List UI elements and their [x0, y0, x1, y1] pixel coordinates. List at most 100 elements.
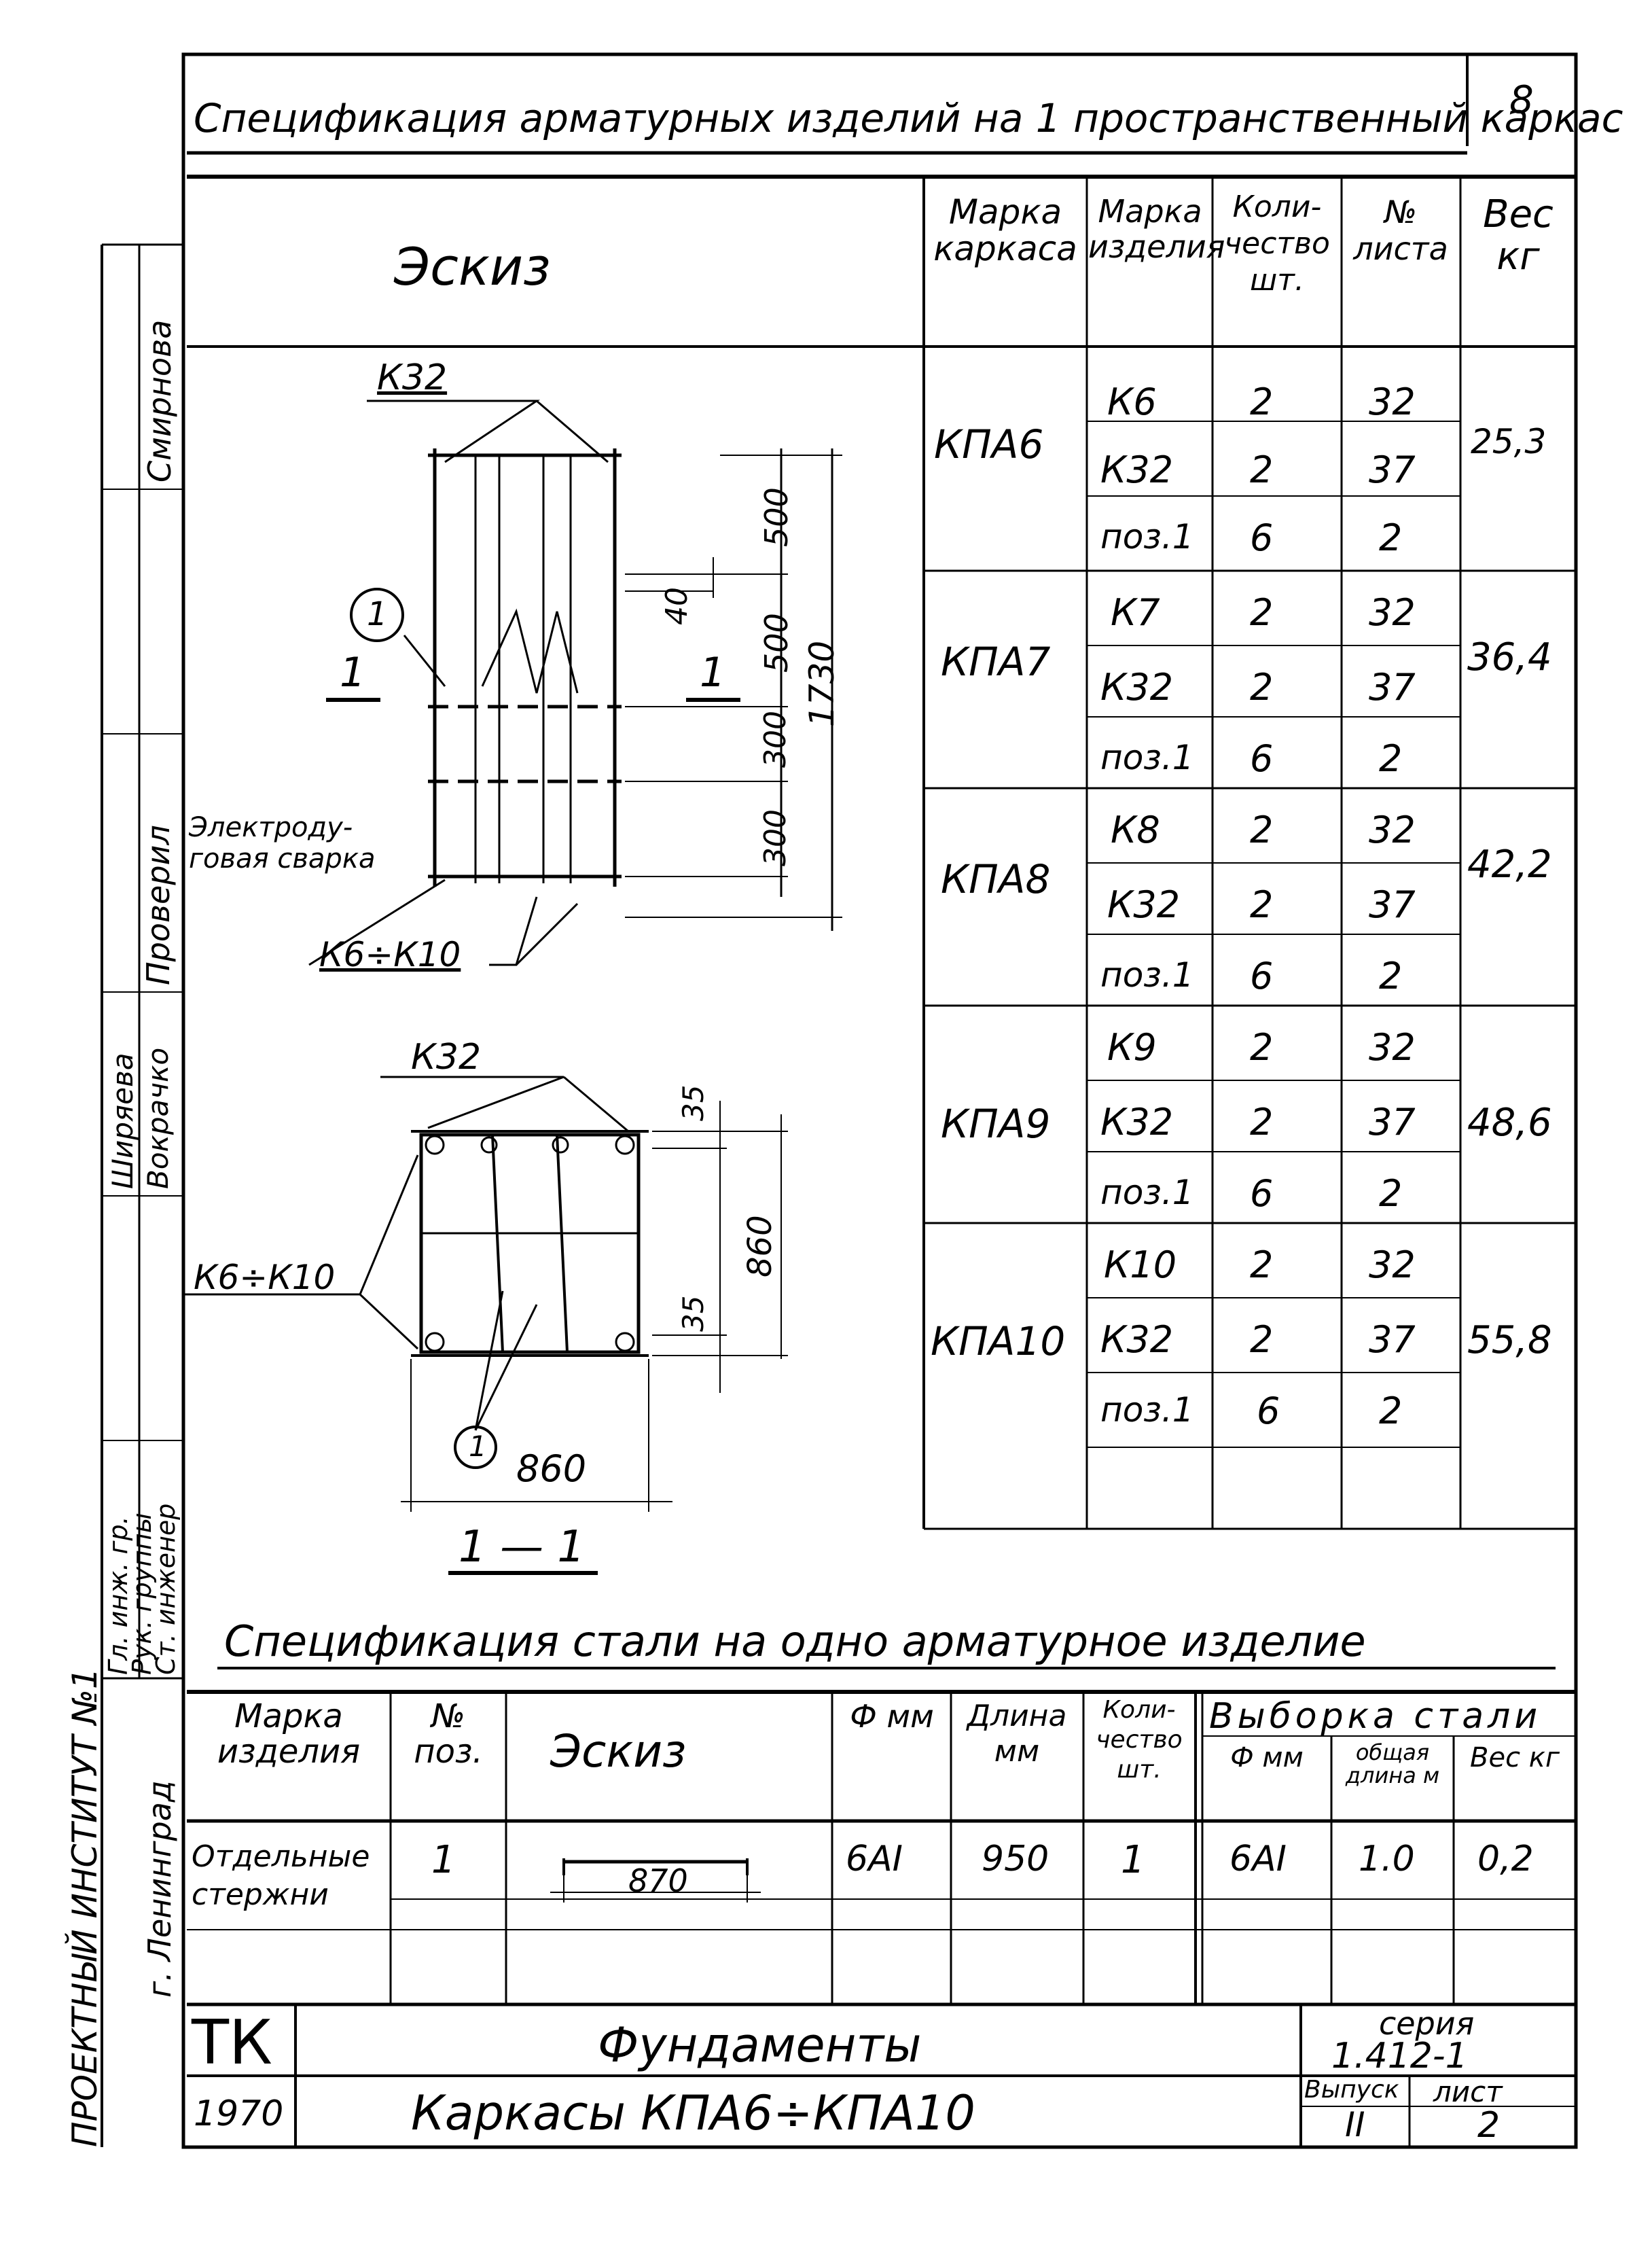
sheet-cell: 32 — [1369, 809, 1416, 851]
qty-cell: 2 — [1250, 1318, 1274, 1361]
sheet-label: лист — [1433, 2075, 1503, 2108]
dim-label: 300 — [758, 809, 793, 866]
callout-1: 1 — [367, 595, 388, 633]
item-cell: К10 — [1104, 1243, 1177, 1286]
qty-cell: 6 — [1250, 516, 1274, 559]
sheet-cell: 37 — [1369, 666, 1416, 709]
role-label: Ст. инженер — [151, 1503, 181, 1675]
qty-cell: 2 — [1250, 591, 1274, 634]
weight-cell: 25,3 — [1471, 422, 1547, 461]
qty-cell: 6 — [1250, 1172, 1274, 1215]
item-cell: К32 — [1107, 883, 1181, 926]
section-k32-label: К32 — [411, 1037, 482, 1078]
item-mark-header: Марка изделия — [1088, 193, 1225, 265]
dim-label: 40 — [660, 587, 694, 625]
qty-cell: 6 — [1250, 955, 1274, 997]
bar-sketch — [550, 1858, 761, 1903]
k6-k10-label: К6÷К10 — [319, 935, 461, 974]
frame-elevation-sketch — [308, 400, 842, 966]
section-dim: 35 — [677, 1084, 710, 1121]
weld-note: Электроду-говая сварка — [189, 812, 376, 874]
qty-cell: 2 — [1250, 1101, 1274, 1144]
sheet-cell: 32 — [1369, 1243, 1416, 1286]
sheet-cell: 37 — [1369, 1318, 1416, 1361]
sheet-cell: 37 — [1369, 448, 1416, 491]
qty-cell: 2 — [1250, 809, 1274, 851]
series-label: серия — [1379, 2005, 1475, 2042]
qty-cell: 2 — [1250, 666, 1274, 709]
weight-cell: 42,2 — [1467, 843, 1552, 887]
frame-mark-cell: КПА7 — [941, 639, 1051, 685]
bar-sketch-dim: 870 — [628, 1862, 688, 1899]
series-value: 1.412-1 — [1331, 2036, 1468, 2076]
section-dim: 35 — [677, 1295, 710, 1332]
section-mark-left: 1 — [340, 649, 366, 696]
stamp-subtitle: Каркасы КПА6÷КПА10 — [411, 2085, 975, 2141]
sheet-cell: 2 — [1379, 516, 1403, 559]
dim-label: 500 — [758, 487, 795, 547]
section-mark-right: 1 — [700, 649, 726, 696]
weight-cell: 36,4 — [1467, 635, 1552, 679]
item-cell: К32 — [1100, 1101, 1174, 1144]
steel-pos-header: № поз. — [414, 1697, 483, 1771]
item-cell: К7 — [1111, 591, 1160, 634]
stamp-title: Фундаменты — [598, 2017, 922, 2073]
frame-mark-cell: КПА6 — [934, 421, 1044, 467]
sheet-cell: 2 — [1379, 737, 1403, 780]
name-label: Смирнова — [141, 319, 178, 482]
steel-sel-dia-cell: 6АI — [1229, 1839, 1287, 1879]
item-cell: поз.1 — [1100, 1173, 1194, 1212]
item-cell: К9 — [1107, 1026, 1157, 1069]
steel-sketch-header: Эскиз — [550, 1725, 687, 1777]
section-k6-k10-label: К6÷К10 — [194, 1258, 336, 1297]
sheet-cell: 37 — [1369, 1101, 1416, 1144]
weight-header: Вес кг — [1483, 192, 1554, 279]
sheet-cell: 2 — [1379, 1172, 1403, 1215]
steel-length-cell: 950 — [982, 1839, 1049, 1879]
role-label: Проверил — [140, 825, 177, 985]
sheet-value: 2 — [1477, 2105, 1501, 2146]
dim-total-label: 1730 — [802, 640, 842, 727]
frame-section-sketch — [183, 1076, 788, 1575]
weight-cell: 48,6 — [1467, 1101, 1552, 1145]
frame-mark-cell: КПА9 — [941, 1101, 1051, 1147]
issue-value: II — [1345, 2105, 1365, 2144]
top-title: Спецификация арматурных изделий на 1 про… — [194, 95, 1623, 141]
section-width-label: 860 — [516, 1447, 587, 1490]
steel-item-mark-header: Марка изделия — [217, 1697, 361, 1771]
section-label: 1 — 1 — [459, 1522, 586, 1572]
sheet-cell: 2 — [1379, 1390, 1403, 1432]
sheet-no-header: № листа — [1353, 194, 1448, 267]
institute-label: ПРОЕКТНЫЙ ИНСТИТУТ №1 — [65, 1667, 105, 2147]
steel-dia-cell: 6АI — [846, 1839, 903, 1879]
dim-label: 300 — [758, 711, 793, 768]
steel-title: Спецификация стали на одно арматурное из… — [224, 1616, 1366, 1666]
sheet-cell: 32 — [1369, 591, 1416, 634]
top-k32-label: К32 — [377, 357, 448, 398]
steel-dia-header: Ф мм — [850, 1698, 934, 1735]
item-cell: поз.1 — [1100, 1390, 1194, 1430]
name-label: Вокрачко — [141, 1047, 175, 1189]
issue-label: Выпуск — [1304, 2076, 1399, 2104]
sheet-cell: 37 — [1369, 883, 1416, 926]
frame-mark-header: Марка каркаса — [933, 192, 1077, 268]
city-label: г. Ленинград — [141, 1780, 178, 1998]
item-cell: К8 — [1111, 809, 1160, 851]
weight-cell: 55,8 — [1467, 1318, 1552, 1362]
steel-sel-dia-header: Ф мм — [1230, 1742, 1304, 1773]
qty-cell: 2 — [1250, 1243, 1274, 1286]
qty-cell: 2 — [1250, 448, 1274, 491]
item-cell: поз.1 — [1100, 517, 1194, 556]
stamp-year: 1970 — [194, 2093, 284, 2134]
qty-cell: 2 — [1250, 1026, 1274, 1069]
qty-cell: 6 — [1250, 737, 1274, 780]
qty-cell: 2 — [1250, 381, 1274, 423]
steel-sel-weight-header: Вес кг — [1470, 1742, 1560, 1773]
frame-mark-cell: КПА10 — [931, 1318, 1066, 1364]
qty-cell: 2 — [1250, 883, 1274, 926]
item-cell: поз.1 — [1100, 738, 1194, 777]
frame-mark-cell: КПА8 — [941, 856, 1051, 902]
quantity-header: Коли-чество шт. — [1224, 190, 1330, 298]
item-cell: К6 — [1107, 381, 1157, 423]
